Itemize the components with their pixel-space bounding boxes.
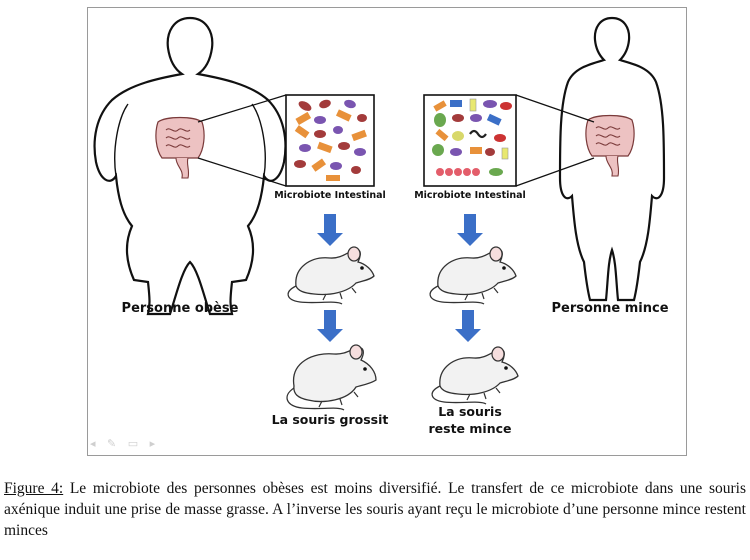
down-arrow-icon <box>455 310 481 342</box>
mouse-icon <box>429 246 517 305</box>
bacteria-box-left <box>285 94 375 187</box>
zoom-lines <box>197 94 595 187</box>
mouse-icon <box>287 246 375 305</box>
obese-silhouette-icon <box>93 16 287 316</box>
bacteria-box-right <box>423 94 517 187</box>
bacteria-icon <box>294 99 367 181</box>
microbiota-label-left: Microbiote Intestinal <box>274 190 386 201</box>
down-arrow-icon <box>457 214 483 246</box>
caption-text: Le microbiote des personnes obèses est m… <box>4 480 746 539</box>
outcome-stays-label-line1: La souris <box>438 404 502 419</box>
outcome-stays-label-line2: reste mince <box>429 421 512 436</box>
diagram: Microbiote Intestinal Microbiote Intesti… <box>93 16 669 436</box>
fat-mouse-icon <box>286 344 377 411</box>
down-arrow-icon <box>317 214 343 246</box>
bacteria-icon <box>432 98 512 176</box>
down-arrow-icon <box>317 310 343 342</box>
microbiota-label-right: Microbiote Intestinal <box>414 190 526 201</box>
slide-controls[interactable]: ◂ ✎ ▭ ▸ <box>90 437 160 450</box>
obese-person-label: Personne obèse <box>122 301 239 316</box>
thin-person-label: Personne mince <box>551 301 668 316</box>
outcome-grows-label: La souris grossit <box>272 412 389 427</box>
figure-ref: Figure 4: <box>4 480 64 497</box>
mouse-icon <box>431 346 519 405</box>
figure-caption: Figure 4: Le microbiote des personnes ob… <box>4 478 746 541</box>
